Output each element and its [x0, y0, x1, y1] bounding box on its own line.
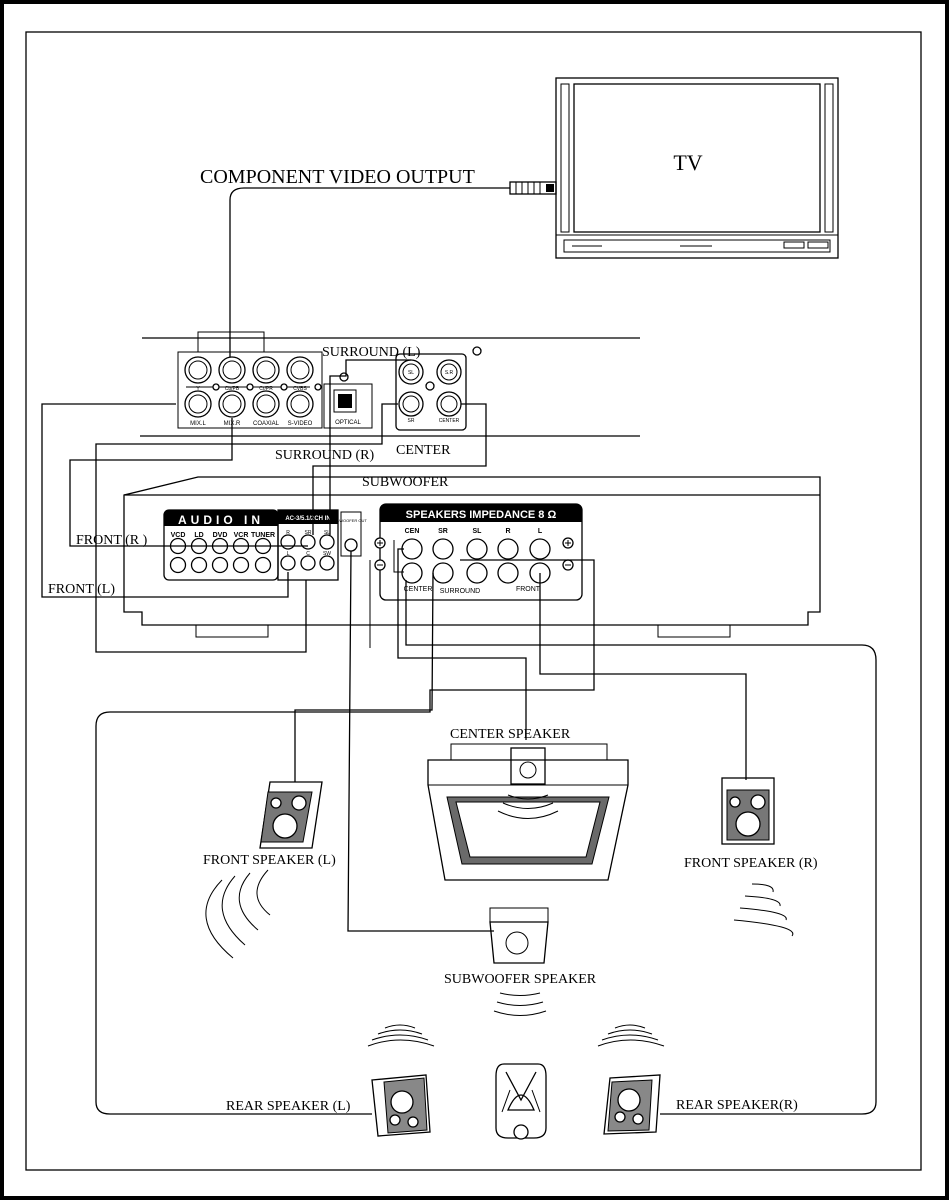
front-speaker-r-label: FRONT SPEAKER (R): [684, 856, 818, 871]
label-sl: SL: [408, 370, 414, 376]
input-dvd-label: DVD: [213, 532, 228, 539]
component-video-output-label: COMPONENT VIDEO OUTPUT: [200, 166, 475, 188]
subwoofer-label: SUBWOOFER: [362, 475, 449, 490]
label-center-out: CENTER: [439, 418, 460, 424]
front-l-label: FRONT (L): [48, 582, 115, 597]
subwoofer-speaker-label: SUBWOOFER SPEAKER: [444, 972, 597, 987]
terminal-cen-label: CEN: [405, 528, 420, 535]
surround-l-label: SURROUND (L): [322, 345, 421, 360]
terminal-surround-group-label: SURROUND: [440, 588, 480, 595]
tv: TV: [555, 77, 839, 259]
front-speaker-left: [205, 781, 323, 959]
front-left-sound-waves: [205, 869, 271, 959]
inner-frame: [25, 31, 922, 1171]
label-cvbs: CVBS: [293, 386, 307, 392]
front-right-sound-waves: [733, 883, 794, 937]
label-y: Y: [196, 386, 200, 392]
video-plug: [509, 181, 557, 195]
subwoofer-speaker: [489, 907, 549, 1016]
label-svideo: S-VIDEO: [288, 421, 313, 427]
component-video-cable: [229, 187, 510, 360]
ac3-jack-r-label: R: [286, 530, 290, 536]
label-mix-l: MIX.L: [190, 421, 206, 427]
tv-label: TV: [673, 150, 702, 175]
center-speaker-label: CENTER SPEAKER: [450, 727, 571, 742]
rear-speaker-l-label: REAR SPEAKER (L): [226, 1099, 351, 1114]
terminal-sl-label: SL: [473, 528, 483, 535]
ac3-jack-sw-label: SW: [323, 551, 331, 557]
rear-speaker-right: [597, 1024, 665, 1135]
label-sr: SR: [408, 418, 415, 424]
input-ld-label: LD: [194, 532, 203, 539]
label-optical: OPTICAL: [335, 420, 361, 426]
ac3-jack-c-label: C: [306, 551, 310, 557]
input-tuner-label: TUNER: [251, 532, 275, 539]
surround-r-label: SURROUND (R): [275, 448, 375, 463]
listener-icon: [495, 1063, 547, 1140]
center-speaker: [427, 743, 629, 881]
label-coaxial: COAXIAL: [253, 421, 280, 427]
cables: [41, 359, 877, 1115]
label-s-r: S.R: [445, 370, 454, 376]
front-speaker-l-label: FRONT SPEAKER (L): [203, 853, 336, 868]
input-vcr-label: VCR: [234, 532, 249, 539]
ac3-jack-sl-label: SL: [324, 530, 330, 536]
speakers-impedance-label: SPEAKERS IMPEDANCE 8 Ω: [406, 509, 557, 521]
ac3-jack-sr-label: SR: [305, 530, 312, 536]
front-r-label: FRONT (R ): [76, 533, 148, 548]
audio-in-jacks: [169, 537, 272, 574]
dvd-rear-panel: Y Cb/PB Cr/PR CVBS MIX.L MIX.R COAXIAL S…: [177, 331, 482, 431]
label-cb: Cb/PB: [225, 386, 240, 392]
input-vcd-label: VCD: [171, 532, 186, 539]
rear-speaker-left: [367, 1024, 435, 1137]
terminal-sr-label: SR: [438, 528, 448, 535]
rear-speaker-r-label: REAR SPEAKER(R): [676, 1098, 798, 1113]
audio-in-label: AUDIO IN: [178, 513, 264, 527]
terminal-l-label: L: [538, 528, 543, 535]
speaker-terminals: [401, 538, 551, 584]
amplifier: AUDIO IN VCD LD DVD VCR TUNER AC-3/5.1/2…: [123, 476, 821, 638]
ac3-jack-l-label: L: [287, 551, 290, 557]
front-speaker-right: [721, 777, 794, 937]
label-cr: Cr/PR: [259, 386, 273, 392]
terminal-r-label: R: [505, 528, 510, 535]
sw-out-label: S-WOOFER OUT: [335, 518, 367, 523]
terminal-center-group-label: CENTER: [404, 586, 433, 593]
ac3-in-label: AC-3/5.1/2CH IN: [285, 516, 330, 522]
terminal-front-group-label: FRONT: [516, 586, 541, 593]
center-label: CENTER: [396, 443, 451, 458]
